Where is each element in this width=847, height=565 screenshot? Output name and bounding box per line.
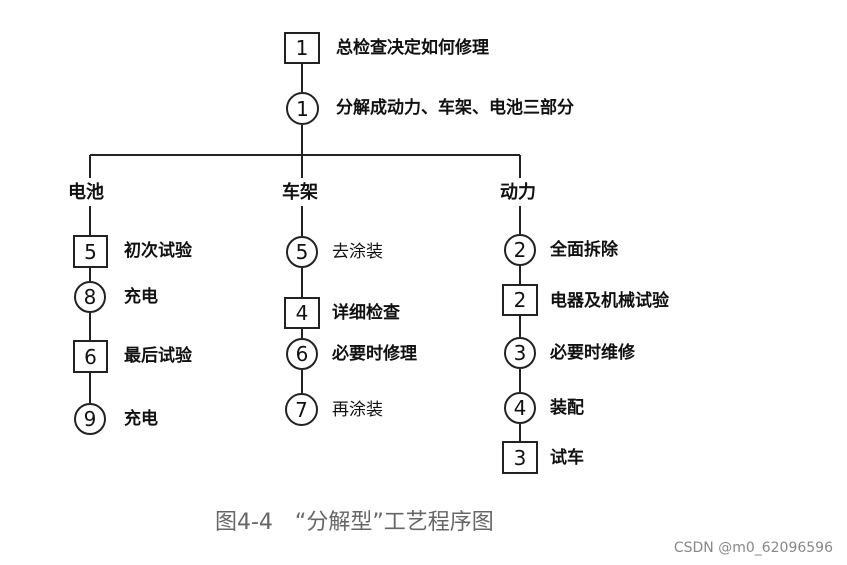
battery-step-box: 6 [73,340,108,373]
column-power: 动力 [500,182,536,203]
disassembly-label: 分解成动力、车架、电池三部分 [336,98,574,118]
frame-step-box: 4 [284,297,320,329]
inspection-label: 总检查决定如何修理 [336,38,489,58]
frame-step-label: 必要时修理 [332,344,417,364]
power-step-circle: 2 [504,234,536,266]
battery-step-box: 5 [73,235,108,268]
disassembly-circle: 1 [286,92,319,125]
battery-step-circle: 9 [74,403,106,435]
battery-step-label: 最后试验 [124,346,192,366]
inspection-box: 1 [284,32,320,64]
power-step-label: 试车 [550,448,584,468]
power-step-label: 全面拆除 [550,240,618,260]
power-step-label: 装配 [550,398,584,418]
battery-step-label: 充电 [124,287,158,307]
frame-step-label: 去涂装 [332,242,383,262]
frame-step-circle: 7 [285,393,318,426]
battery-step-label: 充电 [124,409,158,429]
power-step-label: 必要时维修 [550,343,635,363]
battery-step-circle: 8 [74,281,106,313]
power-step-label: 电器及机械试验 [550,291,669,311]
column-battery: 电池 [68,182,104,203]
frame-step-label: 再涂装 [332,400,383,420]
power-step-box: 2 [502,284,538,316]
watermark: CSDN @m0_62096596 [673,540,833,556]
column-frame: 车架 [282,182,318,203]
frame-step-label: 详细检查 [332,303,400,323]
power-step-box: 3 [502,441,538,474]
battery-step-label: 初次试验 [124,241,192,261]
power-step-circle: 4 [504,392,536,424]
power-step-circle: 3 [504,337,536,369]
figure-caption: 图4-4 “分解型”工艺程序图 [215,510,494,535]
frame-step-circle: 6 [286,338,318,370]
frame-step-circle: 5 [286,236,318,268]
